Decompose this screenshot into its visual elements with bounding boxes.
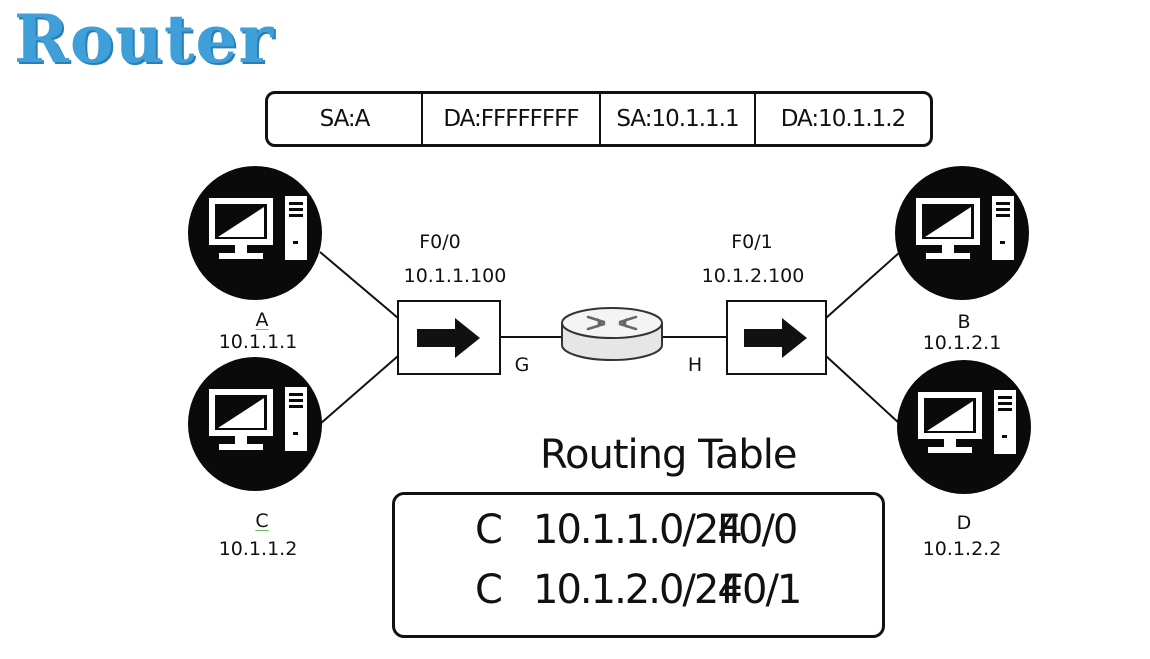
link-h-label: H: [687, 354, 703, 376]
route-interface: F0/1: [721, 567, 802, 613]
routing-table-title: Routing Table: [540, 432, 798, 478]
link-a-switch1: [319, 251, 399, 319]
computer-b-icon: [895, 166, 1029, 300]
host-b-name: B: [957, 311, 971, 333]
interface-f01-name: F0/1: [731, 231, 773, 253]
computer-a-icon: [188, 166, 322, 300]
routing-table-row: C 10.1.2.0/24 F0/1: [395, 561, 882, 621]
router-icon: [561, 307, 663, 361]
interface-f01-ip: 10.1.2.100: [701, 265, 805, 287]
link-switch2-d: [825, 355, 901, 425]
route-code: C: [475, 567, 503, 613]
host-b-ip: 10.1.2.1: [922, 332, 1002, 354]
frame-header: SA:A DA:FFFFFFFF SA:10.1.1.1 DA:10.1.1.2: [265, 91, 933, 147]
header-destination-ip: DA:10.1.1.2: [780, 106, 906, 132]
host-d-name: D: [956, 512, 972, 534]
host-c-ip: 10.1.1.2: [218, 538, 298, 560]
page-title: Router: [14, 0, 275, 78]
route-interface: F0/0: [717, 507, 798, 553]
host-a-name: A: [255, 309, 269, 331]
link-g-label: G: [514, 354, 530, 376]
route-code: C: [475, 507, 503, 553]
computer-d-icon: [897, 360, 1031, 494]
link-c-switch1: [319, 355, 399, 425]
host-a-ip: 10.1.1.1: [218, 331, 298, 353]
computer-c-icon: [188, 357, 322, 491]
interface-f00-icon: [397, 300, 501, 375]
header-destination-mac: DA:FFFFFFFF: [423, 94, 601, 144]
host-d-ip: 10.1.2.2: [922, 538, 1002, 560]
interface-f01-icon: [726, 300, 827, 375]
routing-table-row: C 10.1.1.0/24 F0/0: [395, 501, 882, 561]
interface-f00-name: F0/0: [419, 231, 461, 253]
header-source-mac: SA:A: [268, 94, 423, 144]
routing-table: C 10.1.1.0/24 F0/0 C 10.1.2.0/24 F0/1: [392, 492, 885, 638]
header-source-ip: SA:10.1.1.1: [601, 94, 756, 144]
interface-f00-ip: 10.1.1.100: [403, 265, 507, 287]
route-network: 10.1.1.0/24: [533, 507, 743, 553]
host-c-name: C: [255, 510, 269, 532]
link-switch2-b: [825, 251, 901, 319]
route-network: 10.1.2.0/24: [533, 567, 743, 613]
